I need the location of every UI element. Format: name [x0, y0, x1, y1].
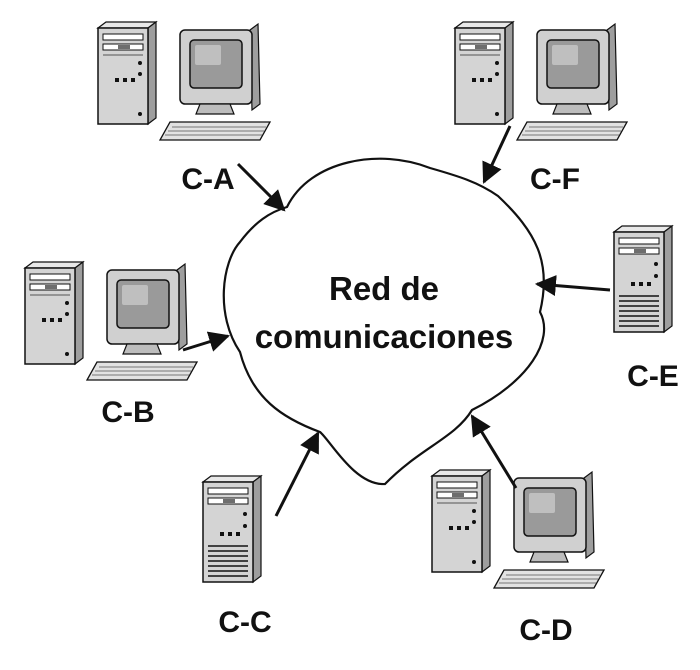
node-label-cc: C-C: [218, 606, 271, 639]
connection-arrow-cc: [274, 431, 320, 517]
desktop-computer-icon: [97, 21, 271, 141]
computer-node-cf: C-F: [454, 21, 628, 196]
connection-arrow-ca: [236, 162, 286, 212]
desktop-computer-icon: [24, 261, 198, 381]
node-label-ce: C-E: [627, 360, 679, 393]
connection-arrow-cd: [470, 414, 518, 489]
network-cloud: [222, 157, 546, 486]
connection-arrow-cf: [482, 125, 512, 184]
connection-arrow-ce: [534, 275, 611, 297]
server-tower-icon: [613, 225, 673, 333]
node-label-ca: C-A: [181, 163, 234, 196]
desktop-computer-icon: [454, 21, 628, 141]
connection-arrow-cb: [182, 331, 231, 352]
desktop-computer-icon: [431, 469, 605, 589]
computer-node-cc: C-C: [202, 475, 272, 639]
node-label-cd: C-D: [519, 614, 572, 647]
node-label-cf: C-F: [530, 163, 580, 196]
network-title-line1: Red de: [329, 270, 439, 307]
computer-node-cb: C-B: [24, 261, 198, 429]
node-label-cb: C-B: [101, 396, 154, 429]
network-title-line2: comunicaciones: [255, 318, 514, 355]
computer-node-ce: C-E: [613, 225, 679, 393]
server-tower-icon: [202, 475, 262, 583]
computer-node-ca: C-A: [97, 21, 271, 196]
computer-node-cd: C-D: [431, 469, 605, 647]
